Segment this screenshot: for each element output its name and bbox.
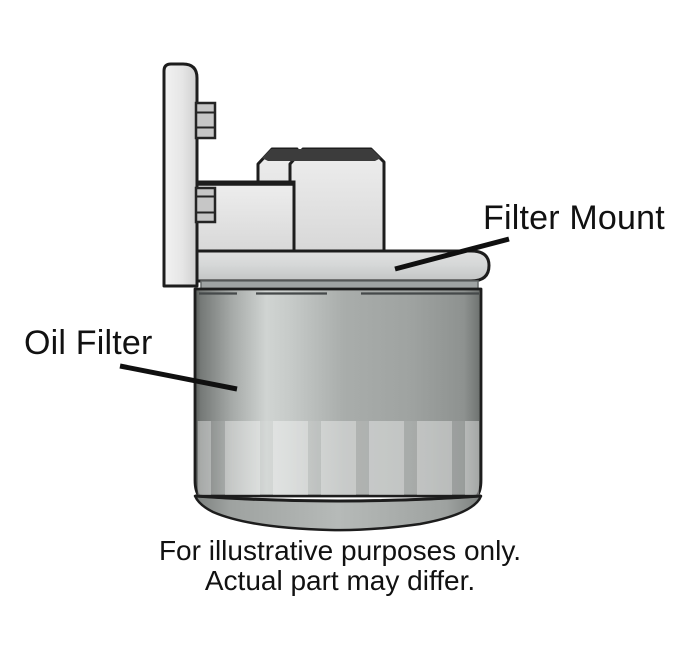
hex-fitting-front-face xyxy=(288,147,386,256)
filter-base-top-line xyxy=(194,494,482,503)
caption: For illustrative purposes only. Actual p… xyxy=(128,536,552,596)
mounting-bolt-bottom xyxy=(194,186,217,224)
filter-mount-leader-line xyxy=(394,236,510,272)
caption-line-2: Actual part may differ. xyxy=(204,565,476,596)
mounting-bracket-plate xyxy=(162,62,199,288)
caption-line-1: For illustrative purposes only. xyxy=(158,535,522,566)
filter-flutes xyxy=(197,421,479,495)
mounting-bolt-top xyxy=(194,101,217,140)
filter-mount-label: Filter Mount xyxy=(483,199,665,237)
oil-filter-leader-line xyxy=(119,363,238,392)
hex-fitting-top-face xyxy=(262,149,381,161)
oil-filter-label: Oil Filter xyxy=(24,324,153,362)
